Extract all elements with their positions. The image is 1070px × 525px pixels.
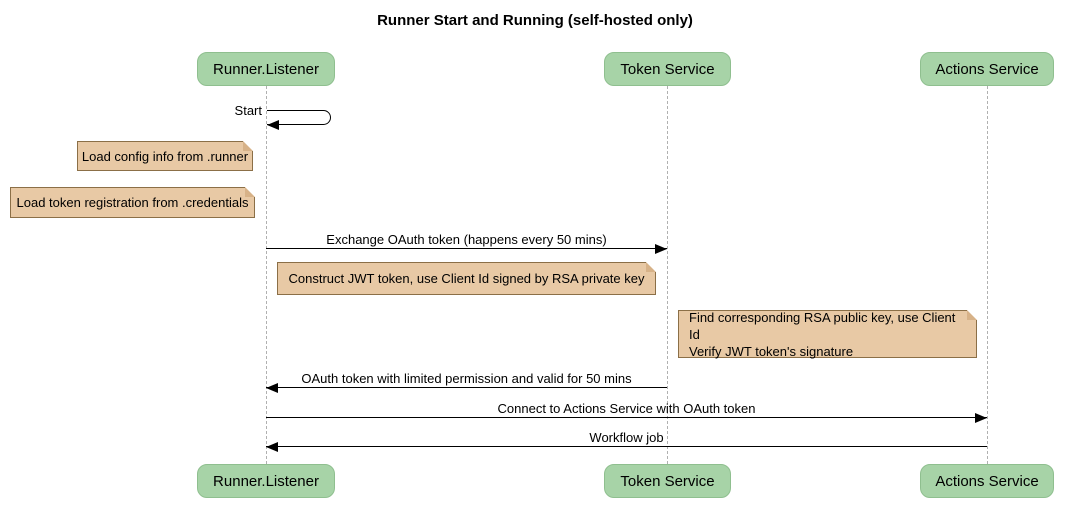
message-label: Connect to Actions Service with OAuth to… (497, 401, 756, 416)
participant-label: Runner.Listener (213, 472, 319, 490)
note-load-config: Load config info from .runner (77, 141, 253, 171)
message-label: Exchange OAuth token (happens every 50 m… (326, 232, 607, 247)
message-label: OAuth token with limited permission and … (301, 371, 632, 386)
participant-token-service-top: Token Service (604, 52, 731, 86)
participant-label: Actions Service (935, 60, 1039, 78)
note-text: Construct JWT token, use Client Id signe… (288, 271, 645, 286)
participant-token-service-bottom: Token Service (604, 464, 731, 498)
message-oauth-token-return: OAuth token with limited permission and … (266, 371, 667, 393)
participant-actions-service-top: Actions Service (920, 52, 1054, 86)
message-line (266, 442, 987, 452)
participant-label: Token Service (620, 60, 715, 78)
diagram-title: Runner Start and Running (self-hosted on… (377, 12, 693, 29)
arrowhead-left-icon (267, 120, 279, 130)
note-load-token-registration: Load token registration from .credential… (10, 187, 255, 218)
message-exchange-oauth: Exchange OAuth token (happens every 50 m… (266, 232, 667, 254)
arrowhead-right-icon (655, 244, 667, 254)
message-label: Workflow job (589, 430, 664, 445)
note-construct-jwt: Construct JWT token, use Client Id signe… (277, 262, 656, 295)
message-line (266, 244, 667, 254)
lifeline-runner-listener (266, 86, 267, 464)
message-line (266, 413, 987, 423)
note-text: Load token registration from .credential… (16, 195, 249, 210)
lifeline-actions-service (987, 86, 988, 464)
participant-actions-service-bottom: Actions Service (920, 464, 1054, 498)
message-line (266, 383, 667, 393)
message-connect-actions: Connect to Actions Service with OAuth to… (266, 401, 987, 423)
message-workflow-job: Workflow job (266, 430, 987, 452)
note-text: Find corresponding RSA public key, use C… (689, 309, 956, 359)
participant-label: Token Service (620, 472, 715, 490)
participant-label: Runner.Listener (213, 60, 319, 78)
self-message-loop (267, 110, 331, 125)
arrowhead-right-icon (975, 413, 987, 423)
note-verify-jwt: Find corresponding RSA public key, use C… (678, 309, 977, 359)
participant-runner-listener-top: Runner.Listener (197, 52, 335, 86)
participant-label: Actions Service (935, 472, 1039, 490)
arrowhead-left-icon (266, 383, 278, 393)
message-start-label: Start (234, 103, 262, 118)
participant-runner-listener-bottom: Runner.Listener (197, 464, 335, 498)
arrowhead-left-icon (266, 442, 278, 452)
lifeline-token-service (667, 86, 668, 464)
note-text: Load config info from .runner (81, 148, 249, 164)
